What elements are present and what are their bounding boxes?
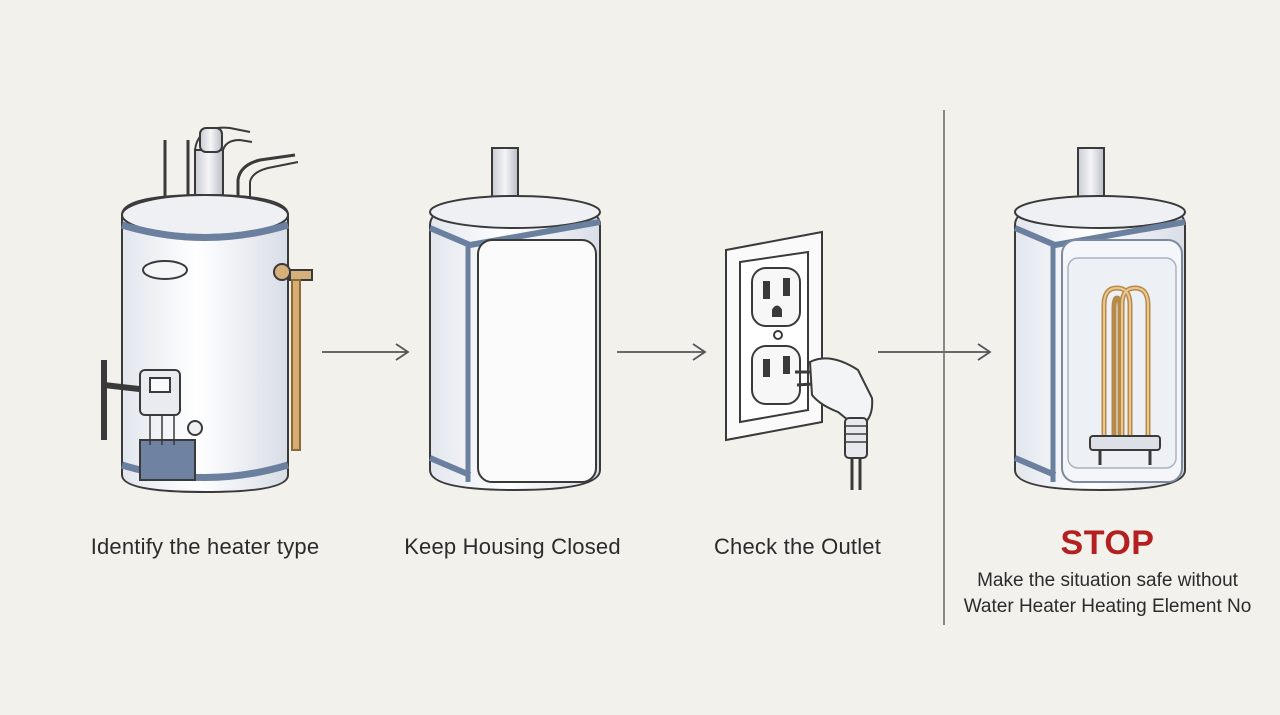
- water-heater-icon: [101, 126, 313, 494]
- arrow-right-icon: [617, 343, 707, 361]
- stop-message-line1: Make the situation safe without: [977, 570, 1238, 591]
- step-caption-housing: Keep Housing Closed: [404, 534, 621, 559]
- stop-title: STOP: [1060, 524, 1155, 562]
- closed-housing-icon: [428, 147, 601, 492]
- stop-message-line2: Water Heater Heating Element No: [963, 596, 1252, 617]
- arrow-right-icon: [322, 343, 410, 361]
- wall-outlet-plug-icon: [725, 230, 874, 490]
- step-caption-identify: Identify the heater type: [90, 534, 320, 559]
- step-caption-outlet: Check the Outlet: [713, 534, 882, 559]
- arrow-right-icon: [878, 343, 992, 361]
- heating-element-icon: [1013, 147, 1186, 492]
